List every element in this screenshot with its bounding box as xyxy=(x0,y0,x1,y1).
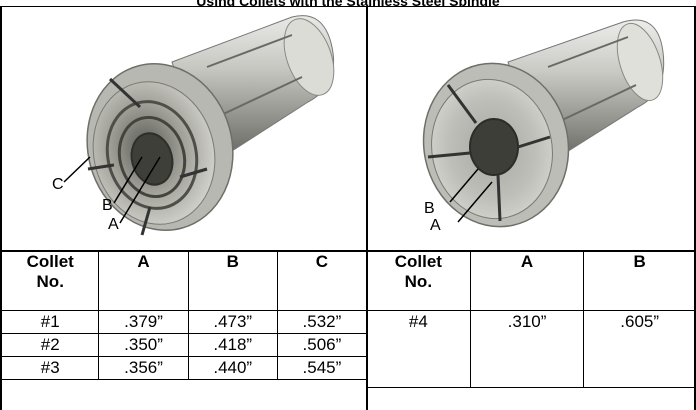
header-b: B xyxy=(583,251,696,311)
header-collet-line1: Collet xyxy=(394,252,442,271)
cell-collet: #4 xyxy=(366,310,471,388)
callout-line-b xyxy=(113,156,143,204)
frame-left xyxy=(0,6,2,410)
page-title: Using Collets with the Stainless Steel S… xyxy=(196,0,500,8)
header-a: A xyxy=(469,251,585,311)
cell-collet: #2 xyxy=(0,333,100,357)
header-collet-line2: No. xyxy=(404,272,433,291)
table-row: #1 .379” .473” .532” xyxy=(0,310,368,334)
header-collet-line2: No. xyxy=(36,272,64,291)
callout-label-b: B xyxy=(424,200,435,217)
table-row: #2 .350” .418” .506” xyxy=(0,333,368,357)
cell-b: .418” xyxy=(187,333,278,357)
callout-line-c xyxy=(63,156,91,183)
header-b: B xyxy=(187,251,278,311)
header-collet-line1: Collet xyxy=(26,252,74,271)
callout-label-b: B xyxy=(102,197,113,214)
cell-a: .310” xyxy=(469,310,585,388)
collet-photo-right: B A xyxy=(368,7,694,250)
cell-c: .545” xyxy=(276,356,368,380)
collet-photo-left: C B A xyxy=(2,7,366,250)
callout-label-a: A xyxy=(430,217,441,234)
cell-collet: #3 xyxy=(0,356,100,380)
callout-label-c: C xyxy=(52,176,64,193)
callout-line-a xyxy=(457,181,493,223)
cell-b: .473” xyxy=(187,310,278,334)
cell-a: .356” xyxy=(98,356,189,380)
cell-a: .350” xyxy=(98,333,189,357)
collet-right-illustration: B A xyxy=(422,19,665,234)
callout-label-a: A xyxy=(108,216,119,233)
callout-line-a xyxy=(119,156,161,224)
callout-line-b xyxy=(449,168,479,203)
cell-c: .532” xyxy=(276,310,368,334)
cell-c: .506” xyxy=(276,333,368,357)
frame-right xyxy=(694,6,696,410)
table-row: #4 .310” .605” xyxy=(366,310,696,388)
header-a: A xyxy=(98,251,189,311)
table-row: #3 .356” .440” .545” xyxy=(0,356,368,380)
header-c: C xyxy=(276,251,368,311)
cell-b: .440” xyxy=(187,356,278,380)
collet-left-illustration: C B A xyxy=(52,15,335,236)
cell-collet: #1 xyxy=(0,310,100,334)
cell-a: .379” xyxy=(98,310,189,334)
frame-center xyxy=(366,6,368,410)
cell-b: .605” xyxy=(583,310,696,388)
